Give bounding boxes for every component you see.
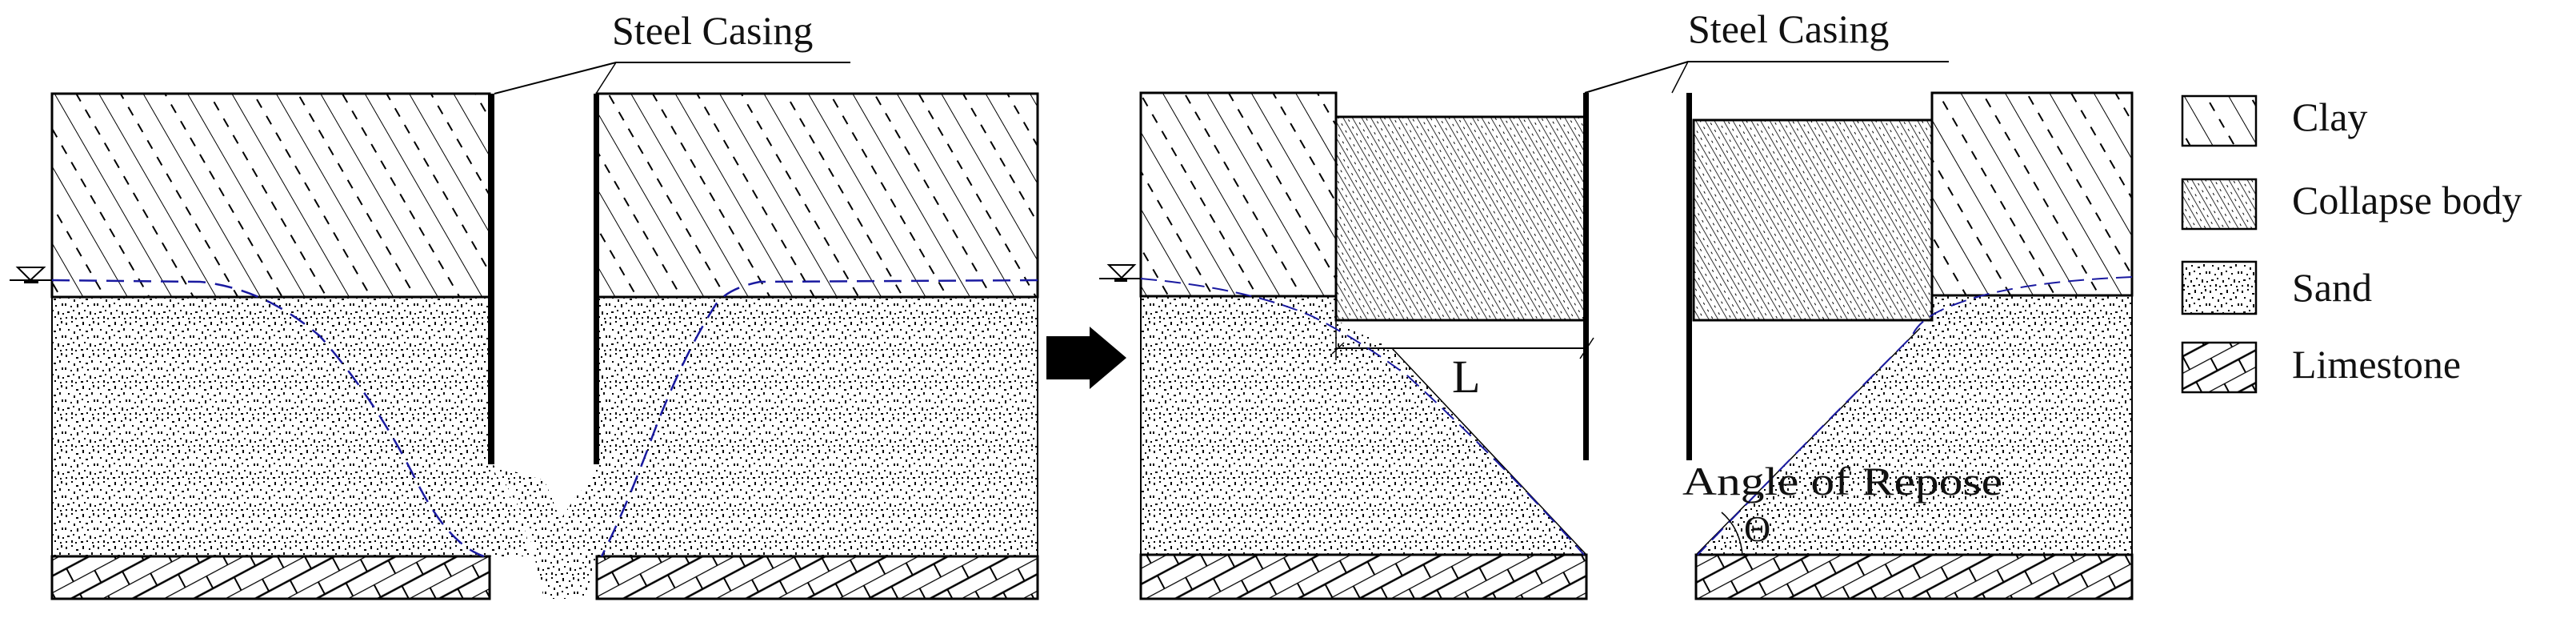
water-table-left [1140, 278, 1585, 556]
angle-symbol: Θ [1744, 508, 1770, 549]
svg-text:Clay: Clay [2292, 94, 2367, 139]
water-level-marker-icon [1099, 264, 1141, 282]
legend-item-collapse-body: Collapse body [2181, 178, 2522, 231]
limestone-layer-right [1694, 553, 2134, 600]
water-level-marker-icon [10, 267, 52, 283]
limestone-swatch-icon [2181, 341, 2258, 394]
steel-casing-left [488, 94, 494, 464]
steel-casing-right [594, 94, 599, 464]
steel-casing-callout-2: Steel Casing [1688, 6, 1889, 51]
steel-casing-callout-1: Steel Casing [612, 8, 813, 53]
dimension-l: L [1331, 320, 1594, 403]
dimension-label: L [1452, 351, 1480, 403]
legend-item-sand: Sand [2181, 260, 2372, 315]
panel-after: L Angle of Repose Θ [1099, 61, 2134, 600]
sand-swatch-icon [2181, 260, 2258, 315]
sand-layer-left [52, 297, 532, 556]
clay-layer-right [595, 92, 1039, 299]
sand-spill [490, 464, 597, 599]
callout-leader [494, 62, 850, 94]
callout-leader [1584, 61, 1949, 94]
angle-arc [1721, 512, 1743, 556]
water-table-left [51, 279, 485, 558]
clay-layer-left [1139, 91, 1338, 298]
right-arrow-icon [1046, 327, 1126, 389]
clay-layer-left [50, 92, 491, 299]
panel-before [10, 62, 1039, 600]
limestone-layer-left [50, 555, 491, 600]
water-table-right [600, 279, 1038, 557]
svg-text:Collapse body: Collapse body [2292, 178, 2522, 223]
collapse-body-right [1692, 118, 1934, 322]
collapse-swatch-icon [2181, 178, 2258, 231]
steel-casing-right [1686, 93, 1692, 460]
legend-item-limestone: Limestone [2181, 341, 2461, 394]
svg-text:Limestone: Limestone [2292, 342, 2461, 387]
svg-text:Sand: Sand [2292, 265, 2372, 310]
water-table-right [1697, 276, 2133, 556]
limestone-layer-left [1139, 553, 1588, 600]
legend-item-clay: Clay [2181, 94, 2367, 147]
sand-layer-right [597, 297, 1038, 556]
sand-layer-left [1141, 296, 1586, 555]
clay-swatch-icon [2181, 94, 2258, 147]
steel-casing-left [1583, 93, 1589, 460]
legend: Clay Collapse body Sand Limestone [2181, 94, 2522, 394]
clay-layer-right [1930, 91, 2134, 297]
sand-layer-right [1696, 295, 2132, 555]
collapse-body-left [1334, 115, 1587, 322]
limestone-layer-right [595, 555, 1039, 600]
angle-of-repose-label: Angle of Repose [1682, 459, 2002, 504]
